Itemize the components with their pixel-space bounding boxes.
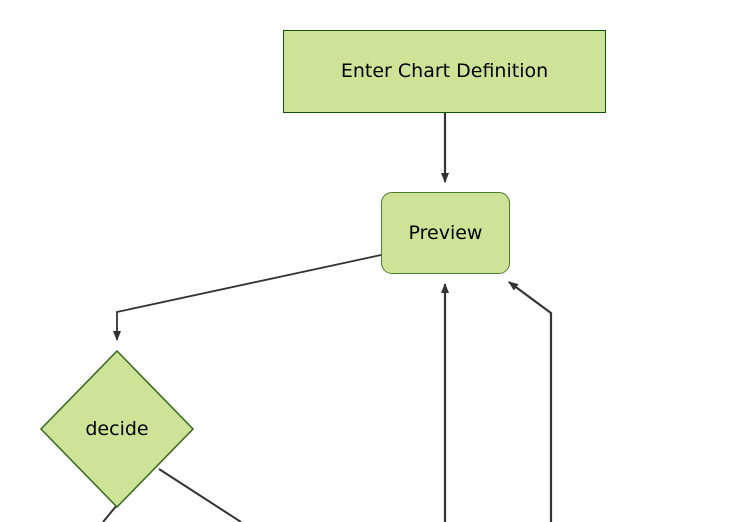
node-preview-label: Preview <box>408 221 483 244</box>
node-enter-chart-definition-label: Enter Chart Definition <box>340 60 549 83</box>
edge-preview-to-decide <box>113 254 382 341</box>
node-preview[interactable]: Preview <box>381 192 510 274</box>
node-decide-label: decide <box>85 418 149 440</box>
node-decide[interactable]: decide <box>40 350 194 508</box>
edge-decide-bottom-right <box>158 468 242 522</box>
edge-up-right-to-preview <box>508 281 553 522</box>
edge-decide-bottom-left <box>102 504 118 522</box>
decide-diamond-shape <box>40 350 194 508</box>
node-enter-chart-definition[interactable]: Enter Chart Definition <box>283 30 606 113</box>
